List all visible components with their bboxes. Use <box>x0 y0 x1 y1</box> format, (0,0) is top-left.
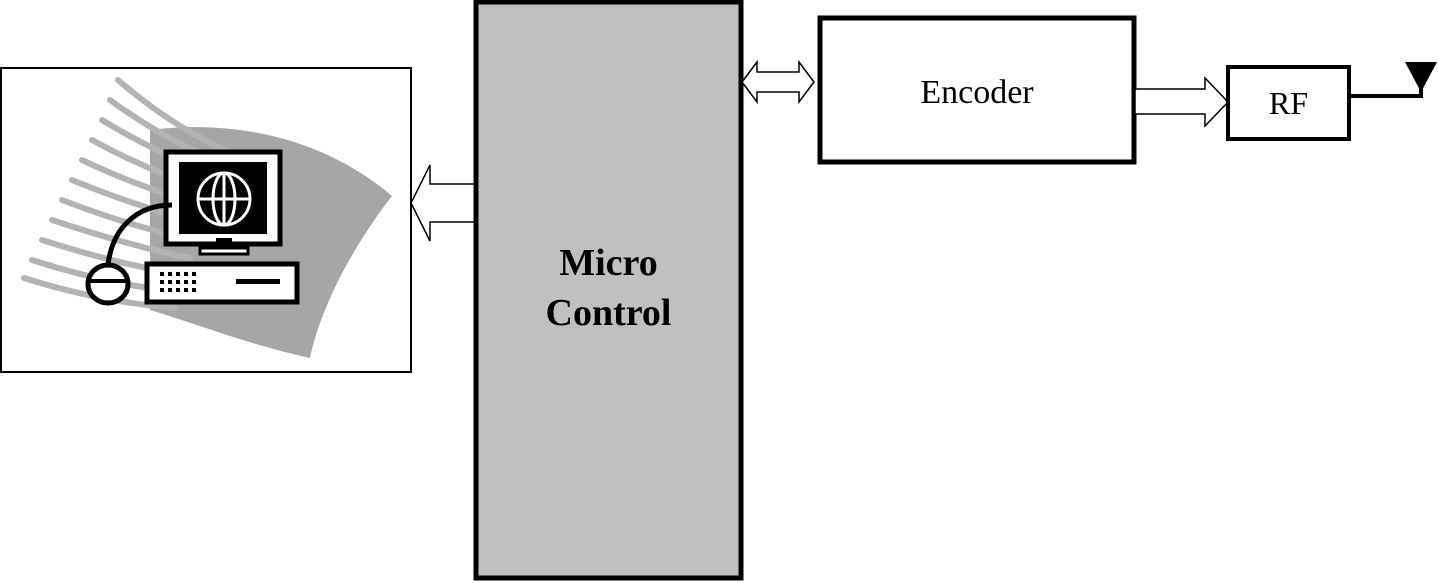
globe-icon <box>196 171 252 227</box>
computer-clipart-icon <box>85 149 300 306</box>
rf-label: RF <box>1269 85 1308 121</box>
encoder-block: Encoder <box>817 15 1137 165</box>
mouse-icon <box>85 262 131 306</box>
micro-control-label-line1: Micro <box>559 242 657 284</box>
micro-control-label-line2: Control <box>546 292 672 334</box>
bidirectional-arrow <box>741 59 815 105</box>
keyboard-icon <box>144 261 300 305</box>
computer-panel <box>0 67 412 373</box>
encoder-label: Encoder <box>920 74 1034 111</box>
encoder-to-rf-arrow <box>1134 76 1230 128</box>
output-arrow-to-computer <box>410 164 476 242</box>
antenna-icon <box>1349 62 1437 98</box>
rf-block: RF <box>1226 65 1351 141</box>
micro-control-block: Micro Control <box>473 0 744 581</box>
